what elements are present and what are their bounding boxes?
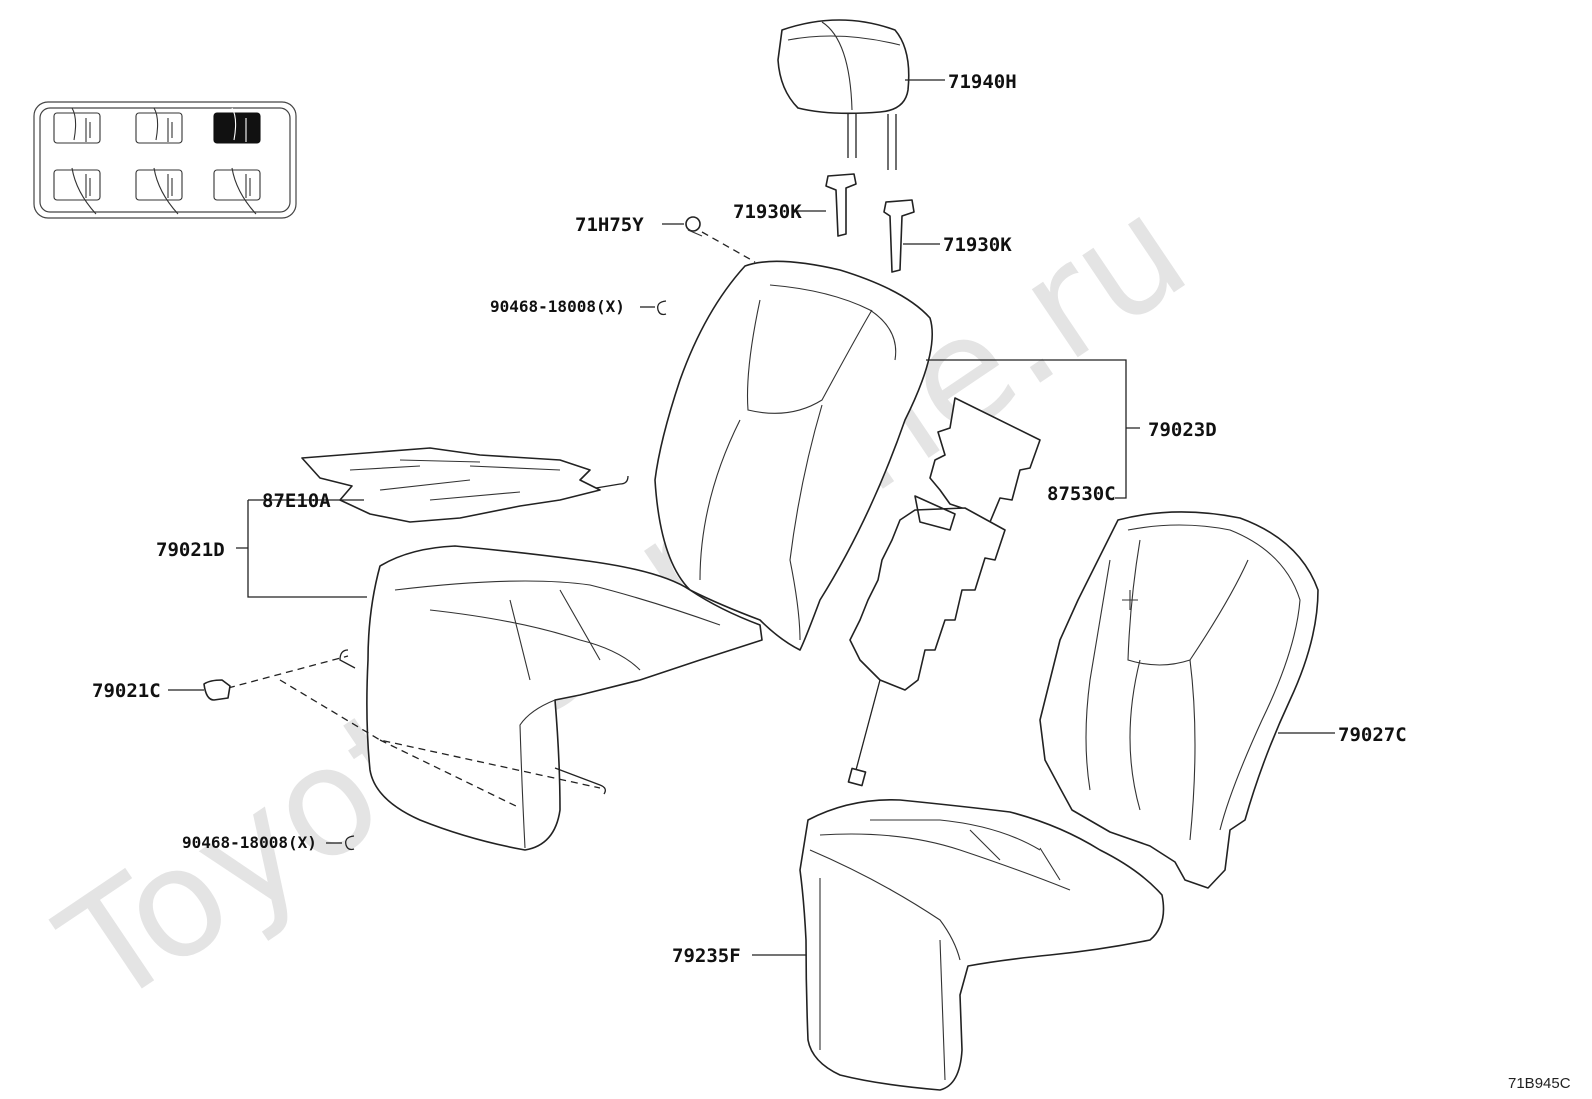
label-headrest: 71940H [948,71,1017,93]
cushion-wire-bottom [554,767,606,795]
seat-selector-cell-2 [135,107,183,144]
back-heater-drawing [847,397,1041,787]
seat-selector-cell-6 [213,167,261,215]
seatback-pad-drawing [1039,511,1319,889]
fastener-bottom-icon [203,679,231,701]
clip-top-icon [657,300,667,316]
seat-selector-cell-5 [135,167,183,215]
label-back-heater: 87530C [1047,483,1116,505]
seat-selector-cell-4 [53,167,101,215]
label-cushion-assembly: 79021D [156,539,225,561]
seatback-drawing [654,260,933,651]
diagram-reference-code: 71B945C [1508,1075,1571,1092]
cushion-pad-drawing [799,799,1165,1091]
label-cushion-pad: 79235F [672,945,741,967]
cushion-wire-top [339,649,356,669]
cushion-heater-drawing [301,447,601,523]
seat-selector-cell-1 [53,107,101,144]
seat-cushion-drawing [366,545,763,851]
label-fastener-top: 71H75Y [575,214,644,236]
seat-selector-cell-3-selected [213,107,261,144]
label-seatback-pad: 79027C [1338,724,1407,746]
headrest-drawing [777,19,910,170]
label-cushion-heater: 87E10A [262,490,331,512]
label-headrest-support-1: 71930K [733,201,802,223]
label-clip-top: 90468-18008(X) [490,297,625,316]
headrest-support-right [883,199,915,273]
clip-bottom-icon [345,835,355,851]
label-fastener-bottom: 79021C [92,680,161,702]
fastener-top-icon [685,216,703,237]
label-headrest-support-2: 71930K [943,234,1012,256]
label-seatback-assembly: 79023D [1148,419,1217,441]
label-clip-bottom: 90468-18008(X) [182,833,317,852]
seatback-wire-hook [559,475,629,495]
headrest-support-left [825,173,857,237]
seat-selector-icon [33,101,297,219]
